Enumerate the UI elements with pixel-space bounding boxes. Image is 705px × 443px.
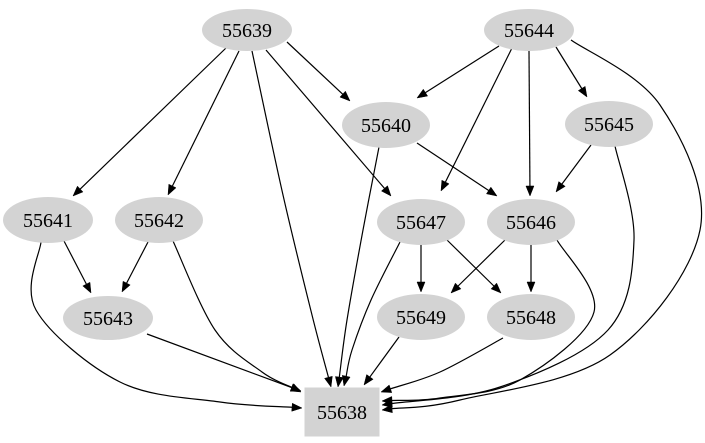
node-shape-ellipse (3, 197, 93, 243)
node-label: 55644 (504, 20, 554, 42)
node-55644: 55644 (484, 9, 574, 51)
node-label: 55645 (584, 114, 634, 136)
arrowhead-55647-55649 (416, 281, 426, 293)
edge-55644-55640 (425, 45, 500, 94)
edge-55641-55638 (30, 241, 293, 408)
arrowhead-55640-55646 (486, 186, 498, 197)
edge-55645-55646 (561, 144, 592, 185)
node-shape-ellipse (565, 101, 653, 147)
arrowhead-55643-55638 (289, 383, 302, 392)
arrowhead-55642-55643 (121, 280, 131, 293)
edge-55644-55647 (444, 47, 513, 183)
edge-55644-55638 (391, 39, 703, 410)
edge-55645-55638 (391, 145, 635, 405)
edge-55639-55647 (265, 49, 385, 189)
node-55649: 55649 (377, 294, 465, 340)
node-label: 55640 (361, 115, 411, 137)
node-label: 55639 (222, 20, 272, 42)
node-shape-ellipse (115, 197, 203, 243)
edge-55639-55641 (79, 47, 227, 190)
arrowhead-55644-55646 (525, 185, 535, 197)
edge-55644-55646 (528, 50, 531, 187)
arrowhead-55644-55645 (577, 85, 588, 98)
edge-55648-55638 (390, 337, 504, 390)
node-shape-ellipse (342, 102, 430, 148)
arrowhead-55648-55638 (380, 384, 393, 393)
arrowhead-55649-55638 (363, 374, 374, 386)
arrowhead-55639-55638 (324, 375, 333, 388)
edges-layer (30, 39, 703, 414)
arrowhead-55641-55643 (82, 281, 92, 294)
edge-55646-55638 (391, 239, 596, 402)
node-55638: 55638 (304, 387, 380, 437)
node-shape-ellipse (63, 296, 153, 340)
node-shape-box (304, 387, 380, 437)
edge-55640-55638 (338, 146, 380, 378)
node-55646: 55646 (487, 199, 575, 245)
node-shape-ellipse (487, 294, 575, 340)
node-55639: 55639 (202, 9, 292, 51)
node-shape-ellipse (377, 199, 465, 245)
edge-55641-55643 (63, 240, 87, 285)
arrowhead-55639-55647 (381, 185, 392, 197)
node-55641: 55641 (3, 197, 93, 243)
node-shape-ellipse (377, 294, 465, 340)
node-55647: 55647 (377, 199, 465, 245)
node-55640: 55640 (342, 102, 430, 148)
node-label: 55648 (506, 307, 556, 329)
node-label: 55642 (134, 210, 184, 232)
node-55648: 55648 (487, 294, 575, 340)
arrowhead-55646-55648 (526, 281, 536, 293)
edge-55643-55638 (146, 333, 292, 389)
arrowhead-55640-55638 (335, 376, 344, 388)
arrowhead-55646-55649 (450, 282, 462, 294)
edge-55639-55640 (286, 41, 344, 95)
node-shape-ellipse (202, 9, 292, 51)
edge-55649-55638 (369, 336, 400, 378)
arrowhead-55641-55638 (291, 402, 303, 412)
edge-55639-55638 (251, 50, 330, 378)
edge-55639-55642 (171, 50, 240, 187)
edge-55642-55638 (172, 240, 293, 388)
arrowhead-55644-55640 (416, 88, 428, 99)
node-shape-ellipse (487, 199, 575, 245)
edge-55640-55646 (416, 142, 489, 191)
edge-55642-55643 (126, 241, 149, 284)
node-shape-ellipse (484, 9, 574, 51)
arrowhead-55639-55641 (72, 185, 84, 197)
node-label: 55638 (317, 402, 367, 424)
arrowhead-55639-55642 (167, 183, 177, 196)
node-label: 55649 (396, 307, 446, 329)
node-label: 55641 (23, 210, 73, 232)
node-55642: 55642 (115, 197, 203, 243)
arrowhead-55647-55638 (341, 375, 351, 387)
arrowhead-55644-55647 (440, 179, 450, 192)
arrowhead-55647-55648 (490, 282, 502, 294)
node-55643: 55643 (63, 296, 153, 340)
nodes-layer: 55639 55644 55640 55645 55641 55642 55647 55646… (3, 9, 653, 437)
arrowhead-55645-55646 (555, 181, 566, 193)
node-label: 55646 (506, 212, 556, 234)
edge-55647-55638 (345, 241, 401, 377)
edge-55647-55648 (446, 239, 495, 287)
node-55645: 55645 (565, 101, 653, 147)
edge-55646-55649 (457, 239, 506, 287)
arrowhead-55646-55638 (381, 396, 393, 405)
node-label: 55647 (396, 212, 446, 234)
node-label: 55643 (83, 308, 133, 330)
arrowhead-55639-55640 (339, 90, 351, 102)
edge-55644-55645 (555, 46, 583, 89)
